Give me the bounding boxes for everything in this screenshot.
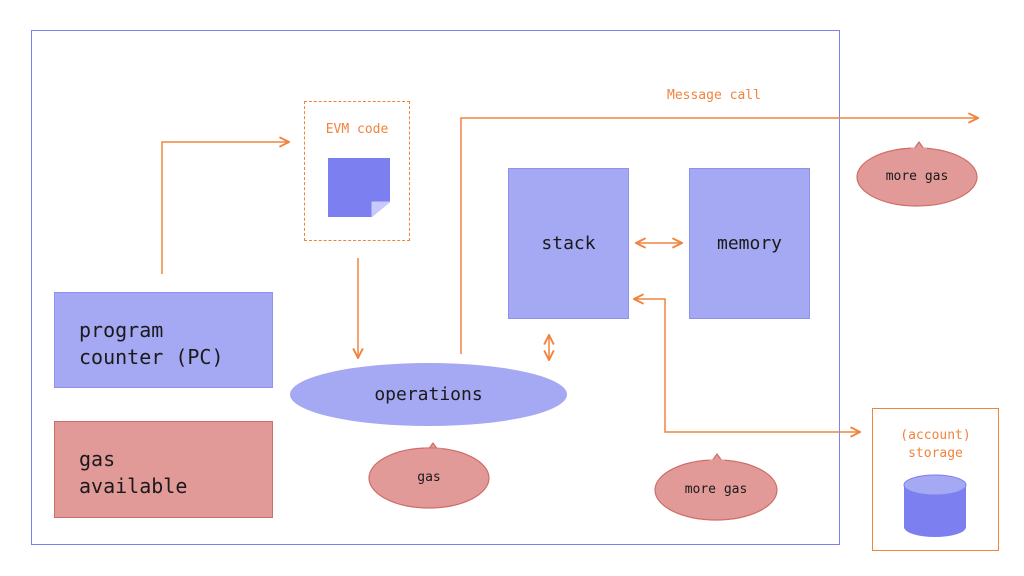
storage-cylinder-icon <box>903 474 967 537</box>
gas-available-label: gas available <box>79 447 188 498</box>
evm-code-label: EVM code <box>325 122 389 137</box>
stack-label: stack <box>541 233 596 254</box>
evm-frame <box>31 30 840 545</box>
operations-label: operations <box>374 384 483 405</box>
arrow-stack-storage <box>634 299 860 432</box>
gas-available-box: gas available <box>54 421 273 518</box>
storage-label: (account) storage <box>900 428 971 462</box>
message-call-label: Message call <box>667 88 761 103</box>
memory-box: memory <box>689 168 810 319</box>
program-counter-label: program counter (PC) <box>79 318 224 369</box>
more-gas-right-label: more gas <box>885 169 949 184</box>
evm-code-document-icon <box>328 158 390 217</box>
storage-box: (account) storage <box>872 408 999 551</box>
gas-bubble-shape <box>368 442 490 509</box>
program-counter-box: program counter (PC) <box>54 292 273 388</box>
more-gas-right-bubble-shape <box>856 141 978 207</box>
evm-code-box: EVM code <box>304 101 410 241</box>
arrow-pc-to-evm-code <box>161 142 289 274</box>
operations-ellipse: operations <box>290 363 567 426</box>
more-gas-bottom-bubble-shape <box>654 453 778 521</box>
arrow-message-call <box>460 118 978 354</box>
memory-label: memory <box>716 233 783 254</box>
stack-box: stack <box>508 168 629 319</box>
gas-bubble-label: gas <box>417 470 441 485</box>
more-gas-bottom-label: more gas <box>684 482 748 497</box>
